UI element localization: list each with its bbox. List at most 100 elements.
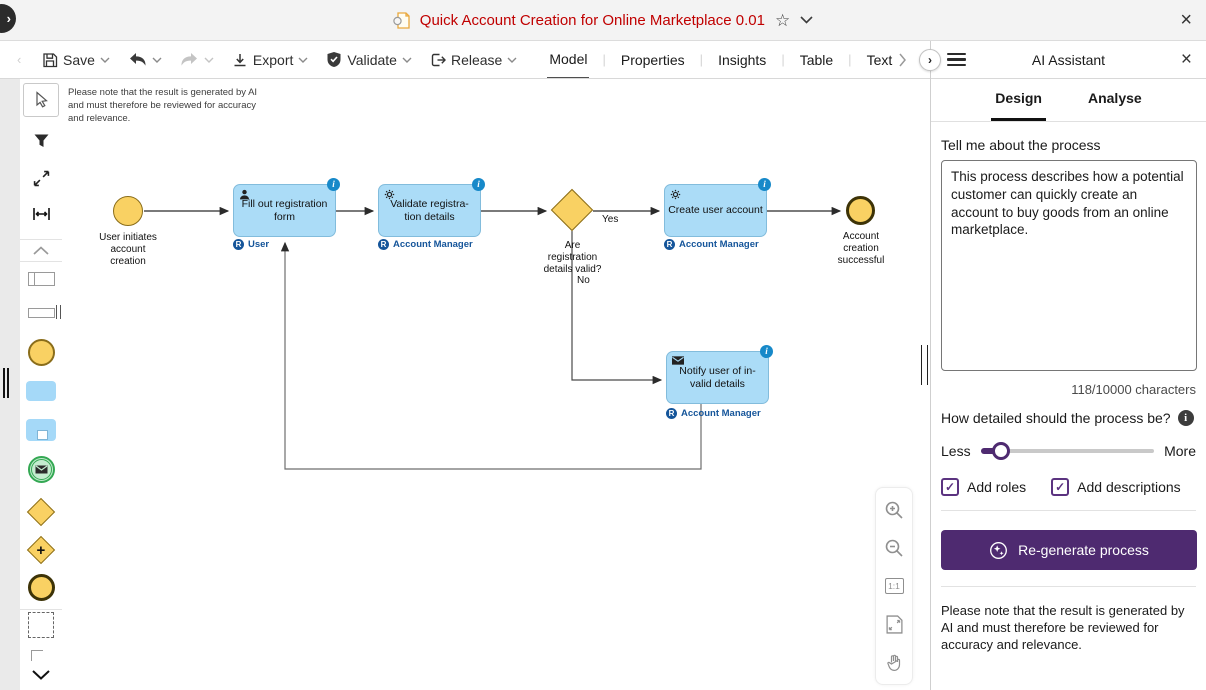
role-icon: R xyxy=(666,408,677,419)
palette-collapse-up[interactable] xyxy=(20,246,62,255)
tab-table[interactable]: Table xyxy=(799,51,834,68)
title-chevron-down-icon[interactable] xyxy=(800,16,813,24)
zoom-reset-button[interactable]: 1:1 xyxy=(882,574,906,598)
export-download-icon xyxy=(234,53,246,66)
info-icon[interactable]: i xyxy=(760,345,773,358)
resize-tool[interactable] xyxy=(20,170,62,187)
select-cursor-tool[interactable] xyxy=(23,83,59,117)
palette-message-event[interactable] xyxy=(20,456,62,483)
end-event-node[interactable] xyxy=(846,196,875,225)
palette-start-event[interactable] xyxy=(20,339,62,366)
task2-role: R Account Manager xyxy=(378,239,473,250)
chevron-down-icon[interactable] xyxy=(298,57,308,63)
user-task-icon xyxy=(240,189,249,200)
parallel-gateway-icon: + xyxy=(26,535,56,565)
assistant-tabs: Design Analyse xyxy=(931,79,1206,122)
collapse-left-icon[interactable]: ‹ xyxy=(17,52,22,67)
save-button[interactable]: Save xyxy=(42,52,110,68)
spacing-tool[interactable] xyxy=(20,207,62,221)
slider-thumb[interactable] xyxy=(991,442,1010,460)
detail-slider[interactable] xyxy=(980,442,1155,460)
info-icon[interactable]: i xyxy=(1177,410,1194,426)
save-icon xyxy=(43,52,58,67)
text-annotation-icon xyxy=(31,650,43,661)
cursor-icon xyxy=(35,91,48,108)
shape-palette: + xyxy=(20,79,62,690)
info-icon[interactable]: i xyxy=(758,178,771,191)
chevron-down-icon[interactable] xyxy=(100,57,110,63)
chevron-up-icon xyxy=(33,246,49,255)
process-description-input[interactable]: This process describes how a potential c… xyxy=(941,160,1197,371)
palette-gateway[interactable] xyxy=(20,497,62,527)
tabs-overflow-chevron-icon[interactable] xyxy=(898,53,907,67)
window-close-icon[interactable]: × xyxy=(1180,9,1192,31)
task-fill-out-registration-form[interactable]: Fill out registration form i xyxy=(233,178,340,237)
palette-lane-shape[interactable] xyxy=(20,308,62,318)
palette-resize-handle[interactable] xyxy=(56,305,61,319)
task-notify-user-invalid-details[interactable]: Notify user of in- valid details i xyxy=(666,345,773,404)
tab-model[interactable]: Model xyxy=(547,41,590,78)
tab-properties[interactable]: Properties xyxy=(620,51,685,68)
chevron-down-icon[interactable] xyxy=(152,57,162,63)
zoom-in-button[interactable] xyxy=(882,498,906,522)
zoom-out-button[interactable] xyxy=(882,536,906,560)
detail-slider-row: Less More xyxy=(941,442,1196,460)
panel-divider-handle[interactable] xyxy=(921,345,928,385)
send-task-envelope-icon xyxy=(672,356,684,365)
view-tabs: Model | Properties | Insights | Table | … xyxy=(547,41,907,78)
undo-button[interactable] xyxy=(128,52,162,67)
task-validate-registration-details[interactable]: Validate registra- tion details i xyxy=(378,178,485,237)
expand-left-panel-button[interactable]: › xyxy=(0,4,16,33)
filter-tool[interactable] xyxy=(20,133,62,149)
hand-icon xyxy=(886,654,900,671)
palette-end-event[interactable] xyxy=(20,574,62,601)
redo-button[interactable] xyxy=(180,52,214,67)
add-descriptions-checkbox[interactable]: ✓ Add descriptions xyxy=(1051,478,1181,496)
palette-more-down[interactable] xyxy=(20,670,62,680)
detail-question-row: How detailed should the process be? i xyxy=(941,410,1196,426)
chevron-down-icon[interactable] xyxy=(402,57,412,63)
add-roles-checkbox[interactable]: ✓ Add roles xyxy=(941,478,1026,496)
checkbox-checked-icon[interactable]: ✓ xyxy=(1051,478,1070,496)
chevron-down-icon[interactable] xyxy=(204,57,214,63)
tab-text[interactable]: Text xyxy=(866,51,893,68)
task4-role: R Account Manager xyxy=(666,408,761,419)
pan-hand-button[interactable] xyxy=(882,650,906,674)
filter-funnel-icon xyxy=(34,134,48,147)
checkbox-checked-icon[interactable]: ✓ xyxy=(941,478,959,496)
collapse-panel-button[interactable]: › xyxy=(919,49,941,71)
favorite-star-icon[interactable]: ☆ xyxy=(774,10,791,30)
slider-more-label: More xyxy=(1164,443,1196,459)
release-icon xyxy=(431,53,446,66)
task-create-user-account[interactable]: Create user account i xyxy=(664,178,771,237)
exclusive-gateway-icon xyxy=(26,497,56,527)
fit-to-screen-button[interactable] xyxy=(882,612,906,636)
release-button[interactable]: Release xyxy=(430,52,517,68)
diagram-canvas[interactable]: Please note that the result is generated… xyxy=(62,79,930,690)
left-panel-resize-handle[interactable] xyxy=(3,368,9,398)
palette-text-annotation[interactable] xyxy=(20,650,62,661)
start-event-node[interactable] xyxy=(113,196,143,226)
palette-subprocess[interactable] xyxy=(20,419,62,441)
info-icon[interactable]: i xyxy=(327,178,340,191)
tab-insights[interactable]: Insights xyxy=(718,51,767,68)
export-button[interactable]: Export xyxy=(232,52,308,68)
role-icon: R xyxy=(378,239,389,250)
palette-pool-shape[interactable] xyxy=(20,272,62,286)
service-task-gear-icon xyxy=(670,189,681,200)
fit-page-icon xyxy=(885,614,903,634)
chevron-down-icon[interactable] xyxy=(507,57,517,63)
close-assistant-icon[interactable]: × xyxy=(1180,48,1192,70)
toolbar: ‹ Save Export xyxy=(0,41,930,79)
menu-icon[interactable] xyxy=(947,50,966,70)
titlebar: Quick Account Creation for Online Market… xyxy=(0,0,1206,41)
regenerate-process-button[interactable]: Re-generate process xyxy=(941,530,1197,570)
tab-analyse[interactable]: Analyse xyxy=(1087,90,1142,106)
tab-design[interactable]: Design xyxy=(991,79,1046,121)
palette-group[interactable] xyxy=(20,612,62,638)
palette-parallel-gateway[interactable]: + xyxy=(20,535,62,565)
validate-button[interactable]: Validate xyxy=(326,51,412,68)
info-icon[interactable]: i xyxy=(472,178,485,191)
assistant-header: › AI Assistant × xyxy=(919,41,1206,79)
palette-task[interactable] xyxy=(20,381,62,401)
